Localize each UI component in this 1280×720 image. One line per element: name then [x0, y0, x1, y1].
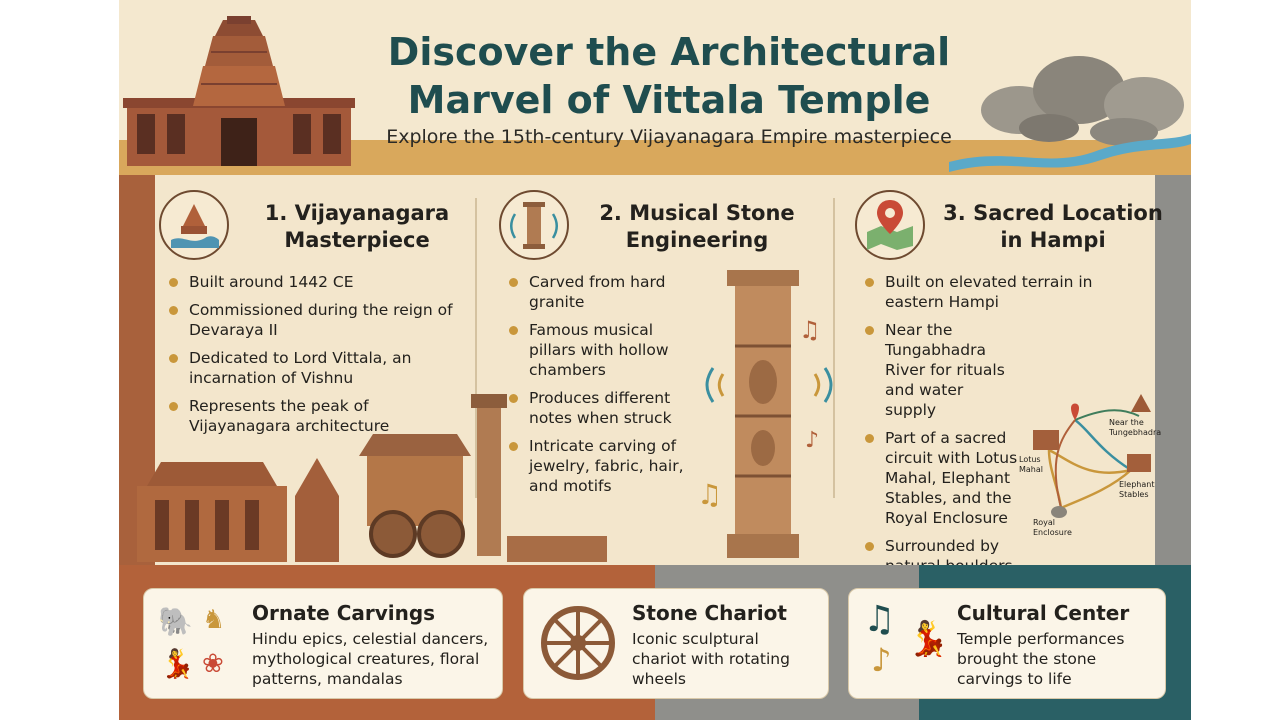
boulders-river-illustration — [949, 56, 1191, 172]
card-stone-chariot: Stone Chariot Iconic sculptural chariot … — [523, 588, 829, 699]
list-item: Part of a sacred circuit with Lotus Maha… — [863, 428, 1033, 528]
music-note-icon: ♪ — [805, 428, 820, 453]
music-note-icon: ♫ — [799, 316, 821, 344]
section-title-line-1: 1. Vijayanagara — [264, 201, 450, 225]
map-label-tungabhadra: Near the Tungebhadra — [1109, 418, 1162, 437]
elephant-icon: 🐘 — [158, 605, 193, 638]
card-title: Stone Chariot — [632, 601, 787, 625]
card-text: Temple performances brought the stone ca… — [957, 630, 1125, 688]
list-item: Intricate carving of jewelry, fabric, ha… — [507, 436, 697, 496]
section-title-line-2: Engineering — [625, 228, 769, 252]
right-stone-pillar — [1155, 175, 1191, 565]
temple-icon — [159, 190, 229, 260]
list-item: Represents the peak of Vijayanagara arch… — [167, 396, 467, 436]
list-item: Famous musical pillars with hollow chamb… — [507, 320, 697, 380]
card-cultural-center: ♫ ♪ 💃 Cultural Center Temple performance… — [848, 588, 1166, 699]
list-item: Dedicated to Lord Vittala, an incarnatio… — [167, 348, 467, 388]
list-item: Near the Tungabhadra River for rituals a… — [863, 320, 1013, 420]
dancer-icon: 💃 — [907, 619, 950, 659]
list-item: Commissioned during the reign of Devaray… — [167, 300, 467, 340]
music-notes-icon: ♫ — [863, 599, 896, 640]
dancer-icon: 💃 — [160, 647, 195, 680]
section-title: 3. Sacred Location in Hampi — [933, 200, 1173, 254]
map-label-elephant-stables: Elephant Stables — [1119, 480, 1155, 499]
card-title: Ornate Carvings — [252, 601, 436, 625]
card-text: Hindu epics, celestial dancers, mytholog… — [252, 630, 489, 688]
temple-complex-illustration — [137, 394, 607, 562]
section-title-line-2: in Hampi — [1000, 228, 1106, 252]
card-title: Cultural Center — [957, 601, 1130, 625]
section-bullet-list: Built around 1442 CE Commissioned during… — [167, 272, 467, 444]
sound-wave-icon — [705, 367, 833, 403]
section-divider — [833, 198, 835, 498]
music-note-icon: ♫ — [697, 478, 723, 511]
chariot-wheel-icon — [541, 606, 615, 680]
section-title-line-2: Masterpiece — [284, 228, 430, 252]
horse-icon: ♞ — [202, 605, 226, 635]
card-text: Iconic sculptural chariot with rotating … — [632, 630, 790, 688]
header-banner: Discover the Architectural Marvel of Vit… — [119, 0, 1191, 175]
pillar-icon — [499, 190, 569, 260]
list-item: Produces different notes when struck — [507, 388, 697, 428]
section-bullet-list: Carved from hard granite Famous musical … — [507, 272, 697, 504]
card-ornate-carvings: 🐘 ♞ 💃 ❀ Ornate Carvings Hindu epics, cel… — [143, 588, 503, 699]
musical-pillar-illustration — [727, 270, 799, 558]
map-label-lotus-mahal: Lotus Mahal — [1019, 455, 1043, 474]
page-title: Discover the Architectural Marvel of Vit… — [289, 28, 1049, 124]
list-item: Built around 1442 CE — [167, 272, 467, 292]
section-title-line-1: 3. Sacred Location — [943, 201, 1163, 225]
temple-gopuram-illustration — [123, 16, 355, 166]
map-label-royal-enclosure: Royal Enclosure — [1033, 518, 1072, 537]
sacred-circuit-map — [1033, 394, 1151, 518]
music-note-icon: ♪ — [871, 641, 892, 679]
section-divider — [475, 198, 477, 498]
lotus-icon: ❀ — [202, 649, 224, 679]
section-title-line-1: 2. Musical Stone — [599, 201, 795, 225]
infographic-poster: Discover the Architectural Marvel of Vit… — [119, 0, 1191, 720]
map-pin-icon — [855, 190, 925, 260]
title-line-1: Discover the Architectural — [387, 30, 951, 74]
title-line-2: Marvel of Vittala Temple — [407, 78, 931, 122]
list-item: Built on elevated terrain in eastern Ham… — [863, 272, 1103, 312]
section-title: 2. Musical Stone Engineering — [577, 200, 817, 254]
section-title: 1. Vijayanagara Masterpiece — [237, 200, 477, 254]
list-item: Carved from hard granite — [507, 272, 697, 312]
page-subtitle: Explore the 15th-century Vijayanagara Em… — [386, 126, 952, 148]
